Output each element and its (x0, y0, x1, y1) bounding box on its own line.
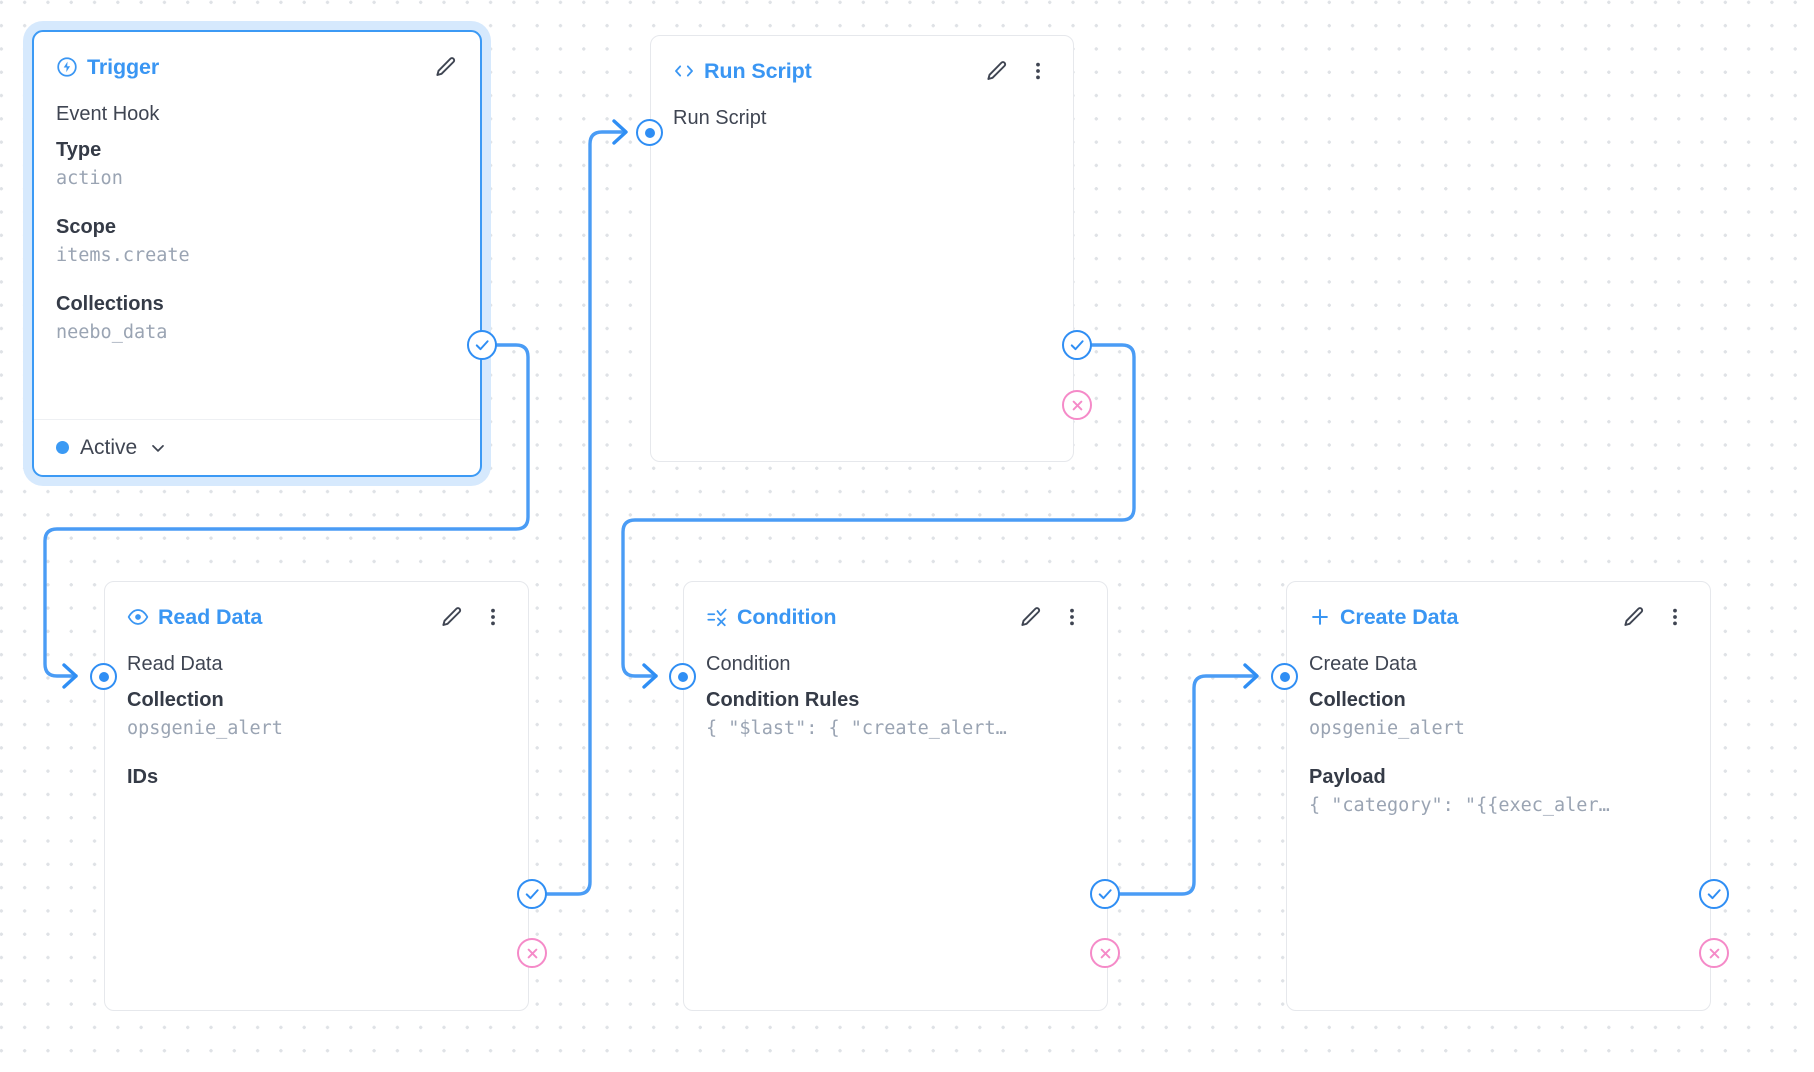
edit-icon[interactable] (983, 58, 1009, 84)
condition-field-rules-value: { "$last": { "create_alert… (706, 718, 1007, 739)
condition-field-rules-label: Condition Rules (706, 689, 860, 711)
input-dot-icon (644, 127, 655, 138)
edit-icon[interactable] (438, 604, 464, 630)
run-script-resolve-port[interactable] (1062, 330, 1092, 360)
edit-icon[interactable] (432, 54, 458, 80)
read-data-row-title: Read Data (127, 653, 223, 675)
read-data-header: Read Data (105, 582, 528, 632)
read-data-resolve-port[interactable] (517, 879, 547, 909)
condition-body: Condition Condition Rules { "$last": { "… (684, 632, 1107, 743)
condition-filter-icon (706, 606, 728, 628)
condition-reject-port[interactable] (1090, 938, 1120, 968)
read-data-reject-port[interactable] (517, 938, 547, 968)
create-data-row-title: Create Data (1309, 653, 1417, 675)
trigger-field-type-label: Type (56, 139, 102, 161)
trigger-header-actions (432, 54, 458, 80)
node-trigger[interactable]: Trigger Event Hook Type action Scope ite… (32, 30, 482, 477)
trigger-row-title: Event Hook (56, 103, 160, 125)
create-data-field-collection-label: Collection (1309, 689, 1406, 711)
condition-type: Condition (706, 604, 837, 630)
create-data-resolve-port[interactable] (1699, 879, 1729, 909)
read-data-field-collection-label: Collection (127, 689, 224, 711)
node-condition[interactable]: Condition Condition Condition Rules { "$… (683, 581, 1108, 1011)
create-data-field-payload-label: Payload (1309, 765, 1386, 788)
condition-row-title: Condition (706, 653, 791, 675)
more-vertical-icon[interactable] (1059, 604, 1085, 630)
trigger-status-row[interactable]: Active (34, 419, 480, 475)
more-vertical-icon[interactable] (480, 604, 506, 630)
read-data-body: Read Data Collection opsgenie_alert IDs (105, 632, 528, 791)
more-vertical-icon[interactable] (1662, 604, 1688, 630)
edit-icon[interactable] (1017, 604, 1043, 630)
arrowhead-read-data-input (62, 663, 78, 689)
plus-icon (1309, 606, 1331, 628)
condition-input-port[interactable] (669, 663, 696, 690)
create-data-type: Create Data (1309, 604, 1459, 630)
create-data-field-payload-value: { "category": "{{exec_aler… (1309, 794, 1610, 816)
create-data-reject-port[interactable] (1699, 938, 1729, 968)
trigger-resolve-port[interactable] (467, 330, 497, 360)
create-data-type-label: Create Data (1340, 604, 1459, 629)
input-dot-icon (1279, 671, 1290, 682)
trigger-field-scope-label: Scope (56, 215, 117, 238)
create-data-header: Create Data (1287, 582, 1710, 632)
code-brackets-icon (673, 60, 695, 82)
run-script-header: Run Script (651, 36, 1073, 86)
read-data-input-port[interactable] (90, 663, 117, 690)
chevron-down-icon[interactable] (148, 438, 168, 458)
read-data-field-collection-value: opsgenie_alert (127, 718, 283, 739)
run-script-header-actions (983, 58, 1051, 84)
create-data-header-actions (1620, 604, 1688, 630)
trigger-header: Trigger (34, 32, 480, 82)
create-data-body: Create Data Collection opsgenie_alert Pa… (1287, 632, 1710, 820)
status-dot-icon (56, 441, 69, 454)
trigger-type-label: Trigger (87, 54, 160, 79)
read-data-type: Read Data (127, 605, 262, 630)
more-vertical-icon[interactable] (1025, 58, 1051, 84)
trigger-body: Event Hook Type action Scope items.creat… (34, 82, 480, 346)
wire-read-data-to-run-script (545, 130, 627, 896)
condition-resolve-port[interactable] (1090, 879, 1120, 909)
create-data-field-collection-value: opsgenie_alert (1309, 718, 1465, 739)
run-script-reject-port[interactable] (1062, 390, 1092, 420)
node-run-script[interactable]: Run Script Run Script (650, 35, 1074, 462)
run-script-type: Run Script (673, 59, 812, 84)
edit-icon[interactable] (1620, 604, 1646, 630)
condition-header: Condition (684, 582, 1107, 632)
run-script-input-port[interactable] (636, 119, 663, 146)
trigger-field-type-value: action (56, 168, 123, 189)
trigger-field-collections-label: Collections (56, 292, 164, 315)
trigger-field-collections-value: neebo_data (56, 321, 168, 343)
condition-type-label: Condition (737, 604, 837, 629)
run-script-type-label: Run Script (704, 58, 812, 83)
run-script-body: Run Script (651, 86, 1073, 132)
node-read-data[interactable]: Read Data Read Data Collection opsgenie_… (104, 581, 529, 1011)
read-data-type-label: Read Data (158, 604, 263, 629)
input-dot-icon (98, 671, 109, 682)
eye-icon (127, 606, 149, 628)
create-data-input-port[interactable] (1271, 663, 1298, 690)
run-script-row-title: Run Script (673, 107, 767, 129)
arrowhead-run-script-input (612, 119, 628, 145)
node-create-data[interactable]: Create Data Create Data Collection opsge… (1286, 581, 1711, 1011)
arrowhead-condition-input (642, 663, 658, 689)
read-data-header-actions (438, 604, 506, 630)
wire-condition-to-create-data (1118, 674, 1258, 896)
status-badge: Active (80, 435, 138, 459)
read-data-field-ids-label: IDs (127, 765, 159, 788)
trigger-type: Trigger (56, 55, 159, 80)
input-dot-icon (677, 671, 688, 682)
bolt-circle-icon (56, 56, 78, 78)
trigger-field-scope-value: items.create (56, 244, 190, 266)
arrowhead-create-data-input (1243, 663, 1259, 689)
condition-header-actions (1017, 604, 1085, 630)
